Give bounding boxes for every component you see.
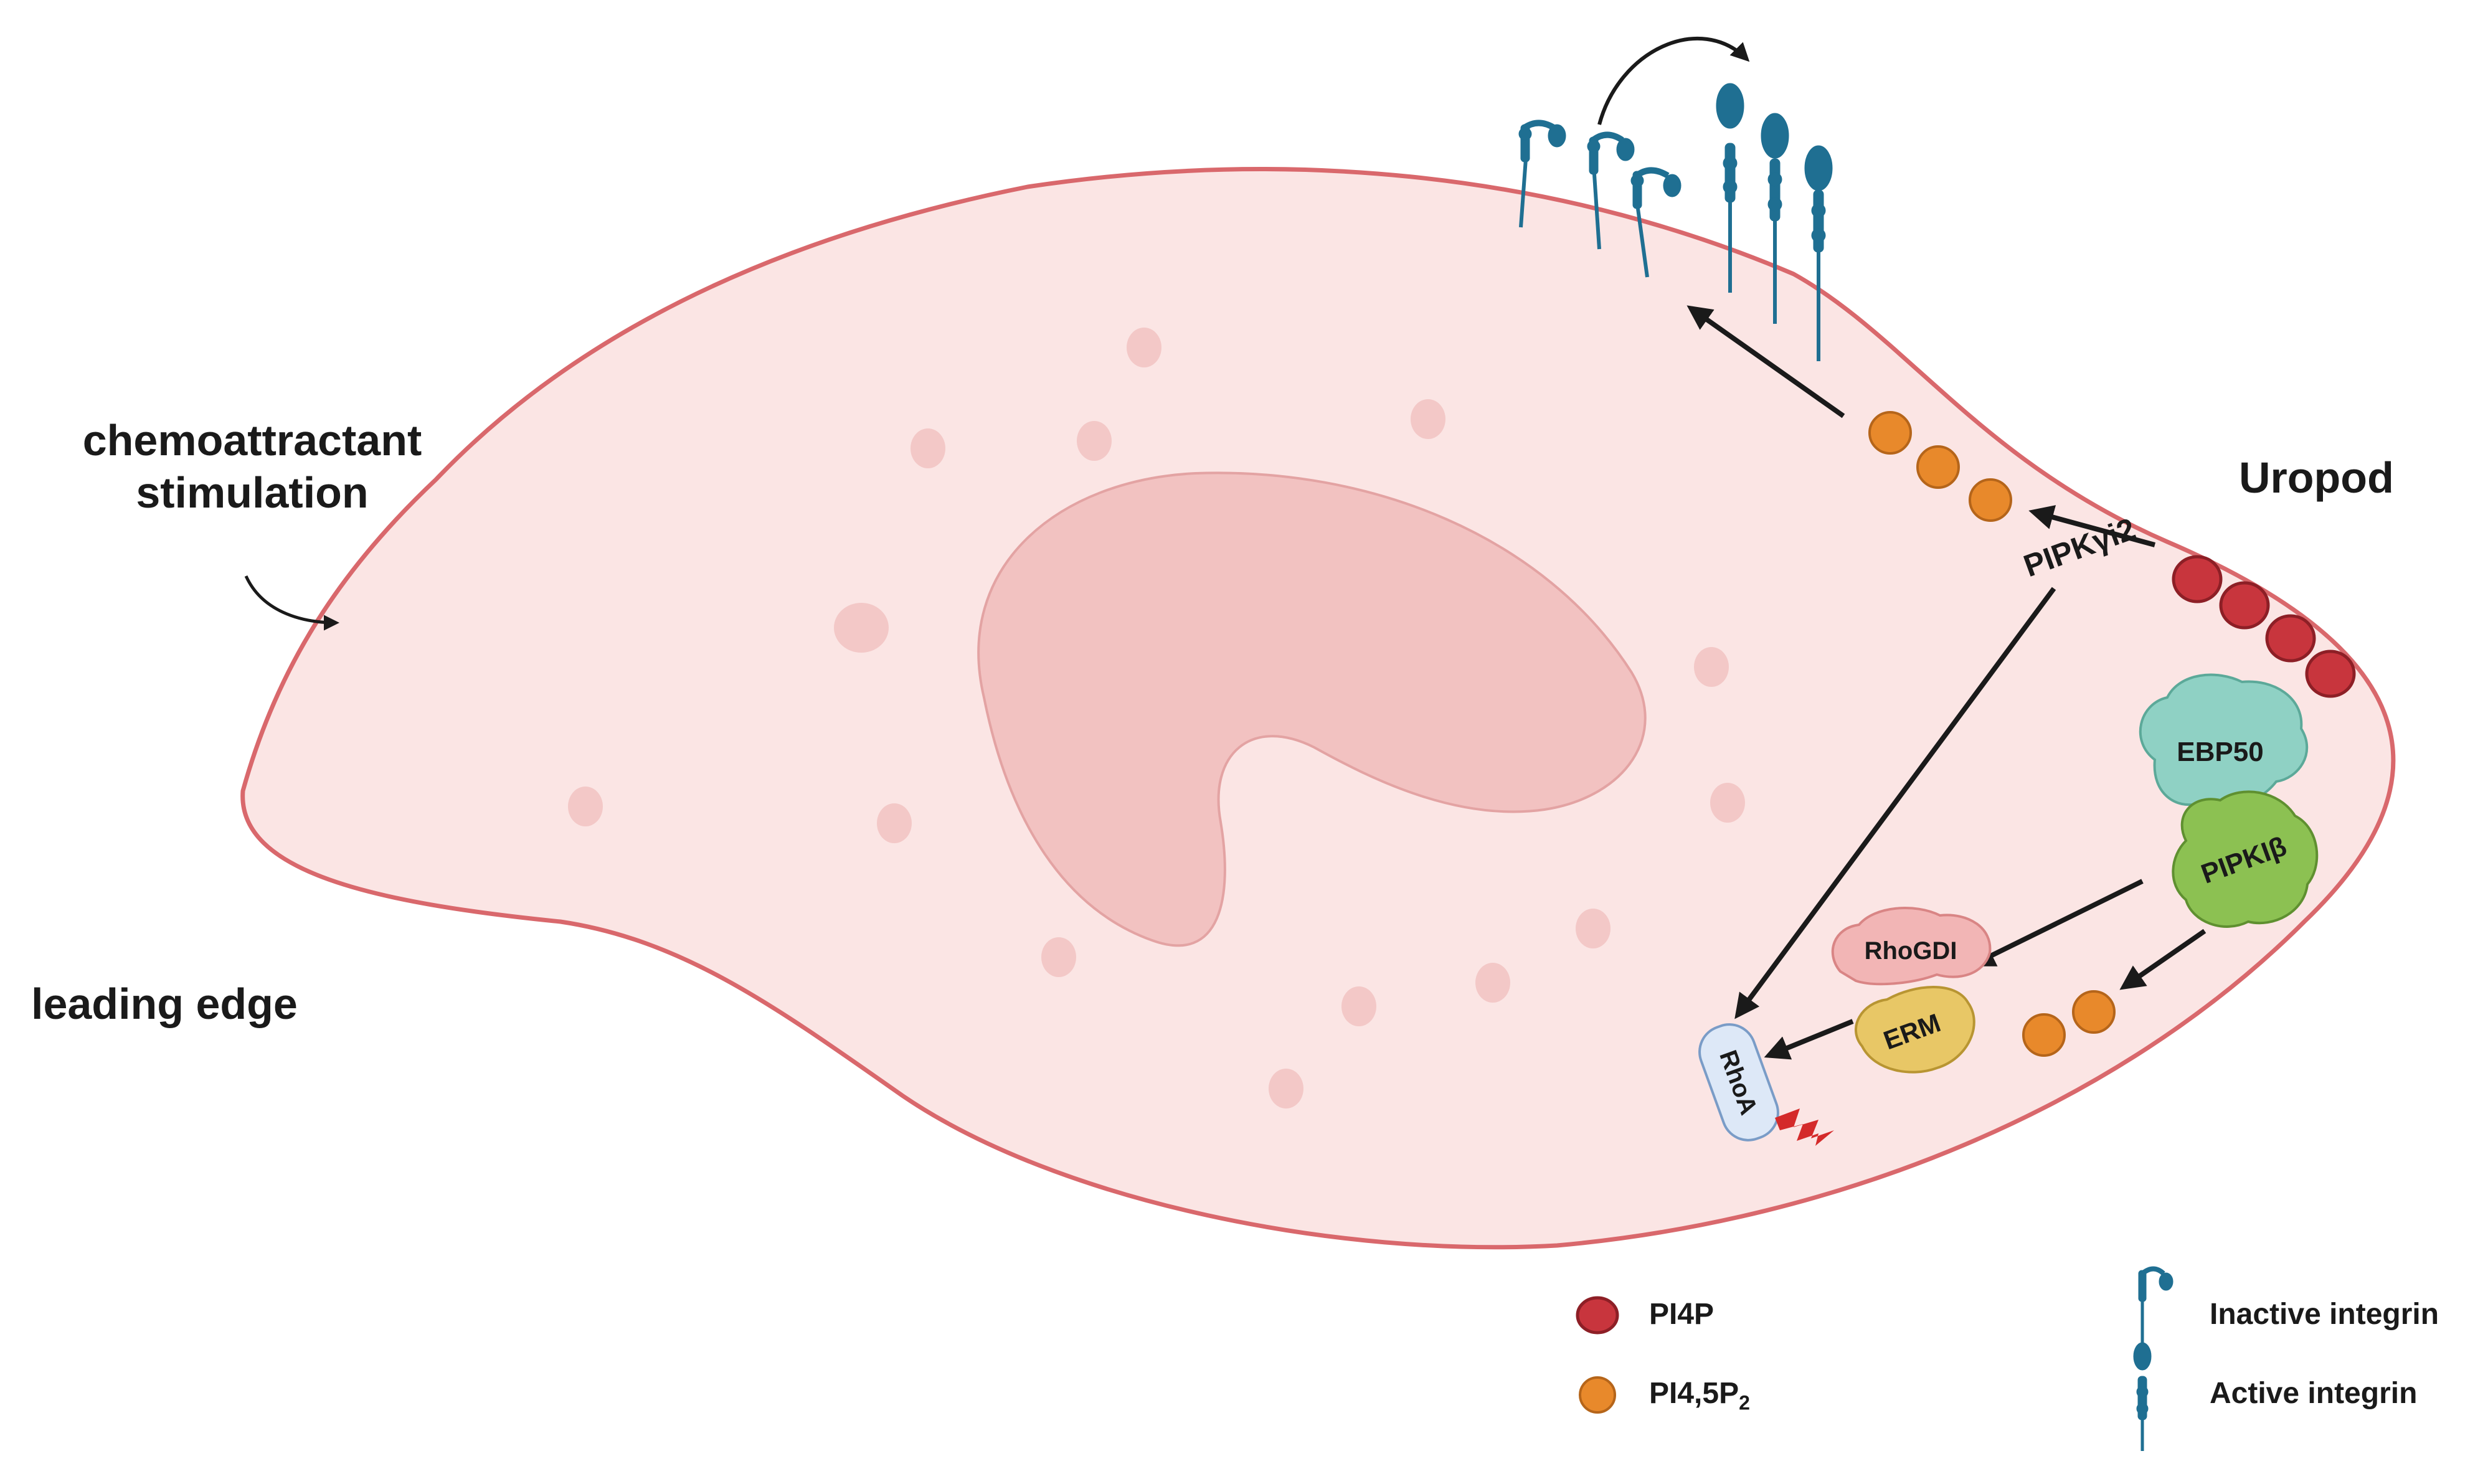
pipk-beta-to-pip2-arrow: [2119, 929, 2207, 990]
vesicle: [1411, 399, 1445, 439]
vesicle: [568, 787, 603, 826]
vesicle: [1269, 1069, 1303, 1108]
stimulus-arrow: [244, 575, 339, 631]
rhogdi-protein: [1831, 907, 1992, 986]
active-integrin: [1761, 113, 1789, 324]
vesicle: [1341, 986, 1376, 1026]
legend-pip2-label: PI4,5P2: [1649, 1376, 1750, 1415]
inactive-integrin: [1630, 167, 1682, 278]
vesicle: [1127, 328, 1161, 367]
vesicle: [1576, 909, 1611, 948]
rhogdi-label: RhoGDI: [1865, 937, 1957, 965]
pipk-gamma-to-rhoa-arrow: [1734, 587, 2056, 1019]
legend-active-integrin-icon: [2133, 1342, 2152, 1451]
vesicle: [1077, 421, 1112, 461]
pathway-arrows: [1686, 305, 2207, 1060]
vesicle: [911, 428, 945, 468]
vesicles: [568, 328, 1745, 1108]
nucleus: [977, 471, 1647, 947]
pip2-cluster-upper: [1868, 411, 2012, 522]
pip2-dot: [1969, 478, 2012, 522]
inactive-integrin: [1518, 120, 1566, 228]
ebp50-label: EBP50: [2177, 737, 2263, 767]
legend-pi4p-swatch: [1576, 1296, 1619, 1335]
legend-markers: [1576, 1266, 2173, 1451]
pip2-cluster-lower: [2022, 990, 2116, 1057]
legend-pi4p-label: PI4P: [1649, 1298, 1715, 1331]
erm-to-rhoa-arrow: [1764, 1019, 1854, 1060]
leading-edge-label: leading edge: [31, 980, 298, 1028]
legend-pip2-text: PI4,5P: [1649, 1377, 1739, 1410]
pi4p-cluster: [2172, 555, 2356, 698]
vesicle: [834, 603, 889, 653]
pi4p-dot: [2305, 650, 2356, 698]
vesicle: [1710, 783, 1745, 823]
legend-inactive-integrin-icon: [2138, 1266, 2173, 1351]
active-integrin: [1804, 145, 1833, 361]
activation-spark-icon: [1775, 1108, 1834, 1146]
inactive-integrin: [1587, 131, 1635, 250]
erm-protein: [1855, 986, 1975, 1074]
stimulus-label: chemoattractant stimulation: [44, 414, 461, 519]
uropod-label: Uropod: [2239, 453, 2394, 502]
legend-inactive-integrin-label: Inactive integrin: [2210, 1298, 2439, 1331]
vesicle: [1041, 937, 1076, 977]
inactive-integrins: [1518, 120, 1682, 278]
pi4p-dot: [2219, 581, 2270, 630]
legend-pip2-swatch: [1579, 1376, 1616, 1414]
legend-pip2-subscript: 2: [1739, 1391, 1750, 1414]
vesicle: [877, 803, 912, 843]
pip2-dot: [1916, 445, 1960, 489]
rhoa-protein: RhoA: [1698, 1023, 1779, 1141]
vesicle: [1694, 647, 1729, 687]
pip2-to-integrin-arrow: [1686, 305, 1845, 418]
pipk-beta-protein: [2172, 790, 2319, 928]
legend-active-integrin-label: Active integrin: [2210, 1377, 2418, 1410]
integrin-activation-arrow: [1597, 36, 1750, 125]
pi4p-dot: [2172, 555, 2223, 603]
active-integrins: [1716, 83, 1833, 361]
pip2-dot: [2072, 990, 2116, 1034]
active-integrin: [1716, 83, 1744, 293]
stimulus-label-line2: stimulation: [136, 468, 369, 517]
pi4p-to-pip2-arrow: [2028, 505, 2156, 547]
stimulus-label-line1: chemoattractant: [82, 416, 422, 465]
pipk-beta-to-rhogdi-arrow: [1969, 879, 2144, 966]
vesicle: [1475, 963, 1510, 1003]
pip2-dot: [1868, 411, 1912, 455]
pi4p-dot: [2265, 614, 2316, 663]
pip2-dot: [2022, 1013, 2066, 1057]
